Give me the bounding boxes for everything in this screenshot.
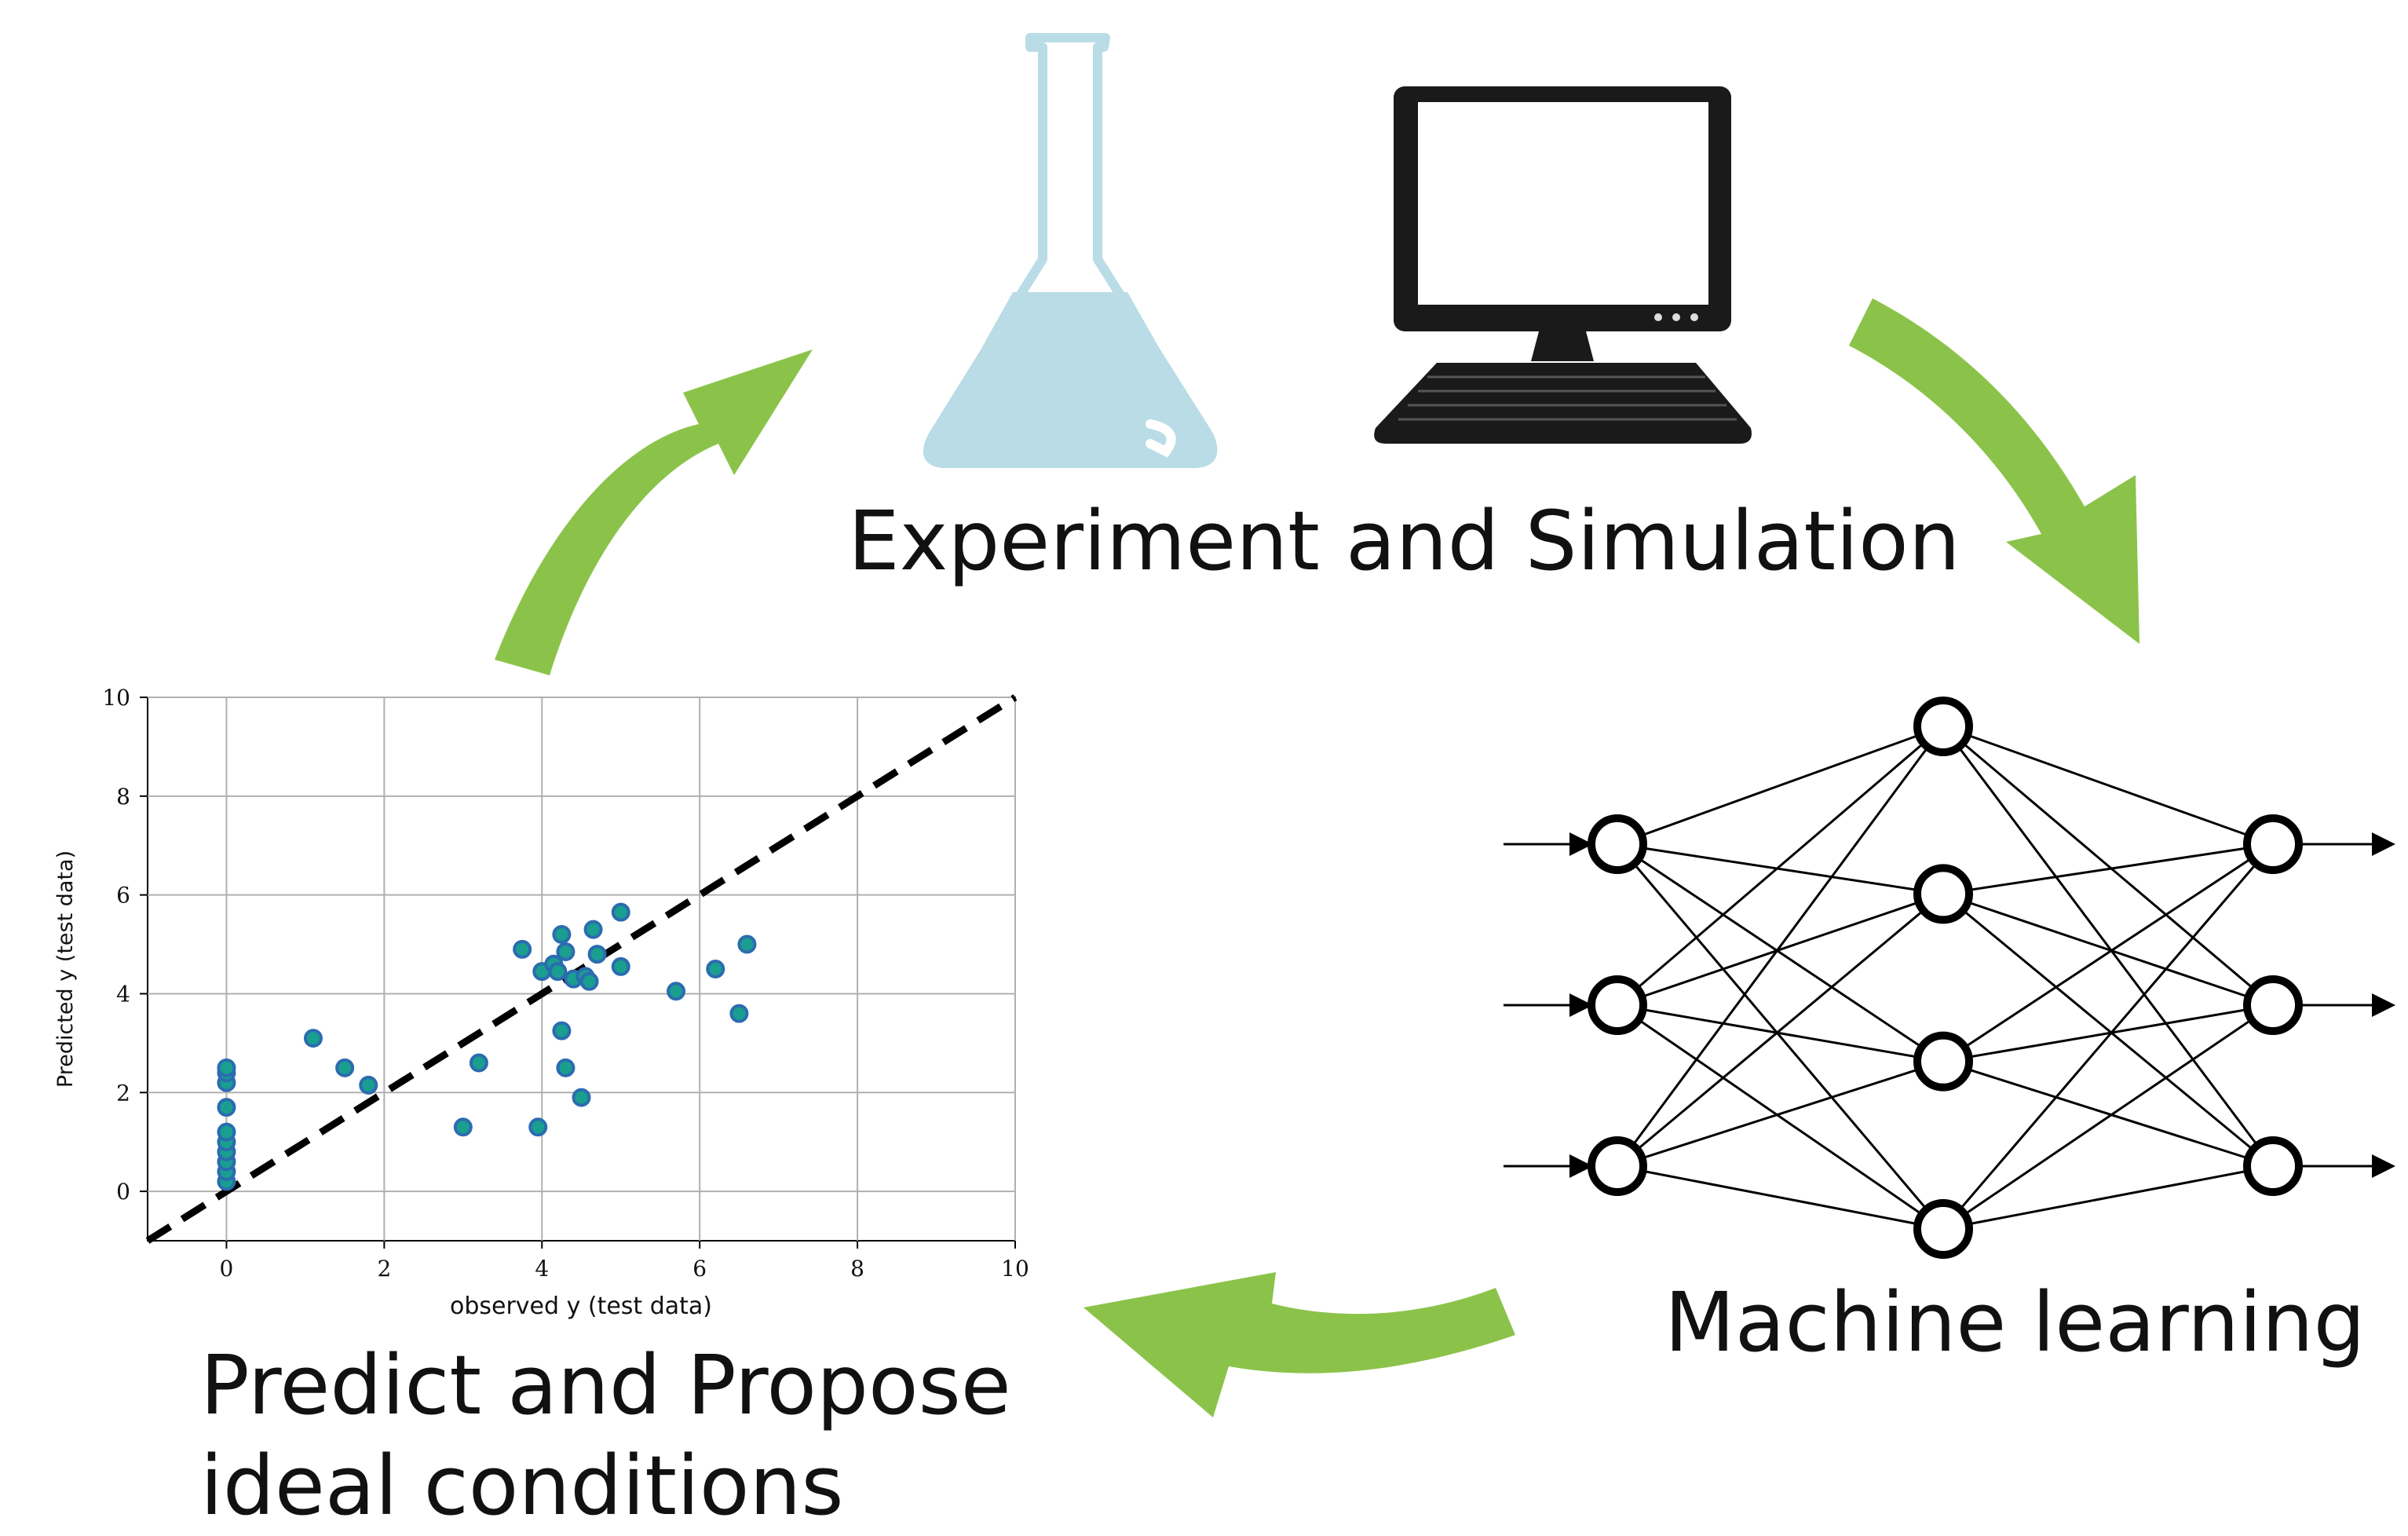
- cycle-arrow-icon: [495, 349, 813, 675]
- x-tick-label: 10: [1001, 1256, 1029, 1282]
- y-tick-label: 4: [116, 981, 130, 1007]
- scatter-point: [552, 924, 572, 944]
- network-node: [1588, 975, 1647, 1035]
- network-edge: [1942, 725, 2274, 1007]
- scatter-point: [667, 982, 686, 1001]
- y-tick-label: 10: [102, 685, 130, 711]
- network-edge: [1942, 1004, 2274, 1063]
- y-tick-label: 8: [116, 784, 130, 810]
- scatter-point: [217, 1098, 236, 1117]
- scatter-point: [217, 1122, 236, 1142]
- y-tick-label: 0: [116, 1179, 130, 1205]
- scatter-point: [729, 1004, 749, 1023]
- network-edge: [1942, 1060, 2274, 1168]
- scatter-point: [217, 1058, 236, 1077]
- network-node: [1913, 697, 1973, 756]
- network-edge: [1942, 725, 2274, 846]
- predict-propose-label: Predict and Propose ideal conditions: [200, 1335, 1011, 1536]
- neural-network-icon: [1504, 697, 2395, 1259]
- scatter-point: [453, 1117, 473, 1137]
- scatter-point: [556, 942, 576, 961]
- network-edge: [1942, 843, 2275, 1230]
- scatter-point: [579, 971, 599, 991]
- experiment-simulation-label: Experiment and Simulation: [848, 493, 1960, 589]
- network-edge: [1942, 726, 2275, 1167]
- x-tick-label: 4: [535, 1256, 549, 1282]
- network-edge: [1617, 843, 1944, 895]
- computer-monitor-icon: [1394, 86, 1731, 361]
- predict-propose-line-1: Predict and Propose: [200, 1337, 1011, 1433]
- network-edge: [1617, 893, 1944, 1168]
- y-tick-label: 6: [116, 883, 130, 909]
- network-edge: [1616, 726, 1945, 1167]
- scatter-point: [556, 1058, 576, 1077]
- cycle-arrow-icon: [1083, 1272, 1515, 1417]
- network-edge: [1942, 843, 2274, 895]
- x-tick-label: 0: [220, 1256, 234, 1282]
- network-edge: [1942, 892, 2274, 1007]
- x-tick-label: 6: [692, 1256, 707, 1282]
- scatter-point: [572, 1088, 591, 1107]
- network-edge: [1942, 1004, 2274, 1231]
- network-edge: [1617, 1165, 1944, 1231]
- network-node: [1913, 1199, 1973, 1259]
- scatter-point: [303, 1029, 323, 1048]
- cycle-arrow-icon: [1849, 298, 2139, 644]
- network-edge: [1617, 843, 1944, 1062]
- scatter-points: [217, 902, 757, 1191]
- scatter-point: [706, 960, 725, 978]
- plot-ticks: 0 2 4 6 8 10 0 2 4 6 8 10: [102, 685, 1029, 1282]
- network-node: [2243, 1136, 2303, 1196]
- y-axis-label: Predicted y (test data): [53, 850, 78, 1088]
- network-edge: [1617, 1060, 1944, 1168]
- network-edge: [1617, 725, 1944, 1007]
- x-tick-label: 8: [850, 1256, 864, 1282]
- y-tick-label: 2: [116, 1080, 130, 1106]
- scatter-point: [552, 1021, 572, 1040]
- network-edge: [1617, 1004, 1944, 1063]
- network-edge: [1942, 843, 2274, 1062]
- network-edge: [1617, 1004, 1944, 1231]
- scatter-point: [587, 945, 607, 964]
- network-edge: [1616, 843, 1945, 1230]
- cycle-arrows: [495, 298, 2139, 1417]
- scatter-point: [611, 956, 630, 976]
- scatter-point: [548, 962, 568, 982]
- network-edge: [1942, 893, 2274, 1168]
- x-tick-label: 2: [377, 1256, 391, 1282]
- network-edge: [1617, 725, 1944, 846]
- predict-propose-line-2: ideal conditions: [200, 1438, 844, 1534]
- network-node: [1588, 814, 1647, 874]
- scatter-plot: 0 2 4 6 8 10 0 2 4 6 8 10 observed y (test data) Pr…: [53, 685, 1029, 1320]
- network-node: [1913, 1031, 1973, 1092]
- keyboard-icon: [1374, 363, 1752, 444]
- flask-icon: [923, 33, 1218, 468]
- network-node: [1588, 1136, 1647, 1196]
- scatter-point: [469, 1053, 488, 1073]
- network-edge: [1617, 892, 1944, 1007]
- scatter-point: [583, 920, 603, 939]
- x-axis-label: observed y (test data): [450, 1293, 712, 1320]
- scatter-point: [737, 934, 757, 954]
- network-node: [2243, 814, 2303, 874]
- scatter-point: [513, 939, 532, 959]
- scatter-point: [335, 1058, 355, 1077]
- network-edge: [1942, 1165, 2274, 1231]
- network-node: [2243, 975, 2303, 1035]
- network-node: [1913, 864, 1973, 924]
- scatter-point: [359, 1075, 378, 1095]
- scatter-point: [528, 1117, 548, 1137]
- machine-learning-label: Machine learning: [1664, 1275, 2366, 1370]
- scatter-point: [611, 902, 630, 922]
